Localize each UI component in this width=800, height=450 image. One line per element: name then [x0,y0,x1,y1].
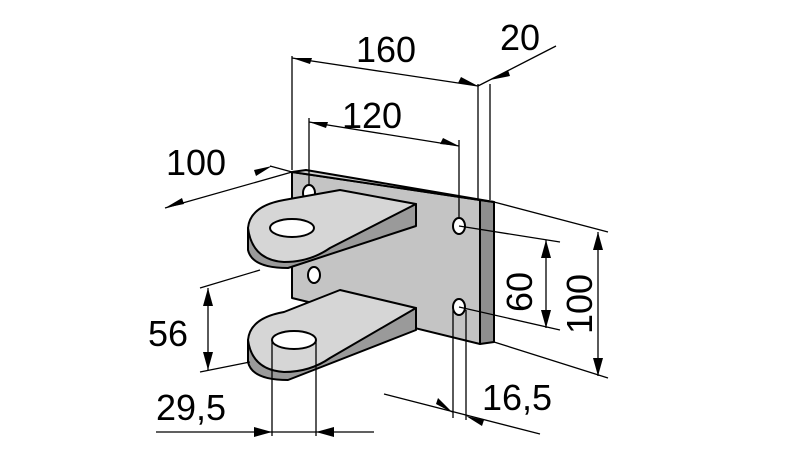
dim-label-hole-edge-offset: 16,5 [482,377,552,418]
lower-lug-top [247,289,417,373]
upper-lug-top [247,189,417,263]
lower-lug [247,289,417,381]
dim-label-hole-spacing-vertical: 60 [499,272,540,312]
lower-lug-hole [271,330,317,350]
dim-label-lug-hole-diameter: 29,5 [156,387,226,428]
dimension-hole-edge-offset: 16,5 [383,310,552,435]
dim-label-plate-thickness: 20 [500,17,540,58]
dimension-lug-spacing: 56 [148,269,261,373]
dimension-lug-depth: 100 [164,142,293,209]
dim-label-hole-spacing-horizontal: 120 [342,95,402,136]
upper-lug-hole [269,218,315,238]
dim-label-lug-spacing: 56 [148,313,188,354]
dim-label-lug-depth: 100 [166,142,226,183]
plate-hole-bottom-left [307,266,321,284]
dimension-plate-height: 100 [493,201,609,379]
dim-label-overall-width: 160 [356,29,416,70]
dimension-hole-spacing-horizontal: 120 [308,95,460,218]
dimension-hole-spacing-vertical: 60 [458,225,561,331]
dimension-lines: 160 20 120 100 [148,17,609,437]
dimension-plate-thickness: 20 [477,17,557,200]
upper-lug [247,189,417,269]
dimension-lug-hole-diameter: 29,5 [156,340,374,437]
mounting-plate-edge [479,199,495,345]
bracket-part [247,169,495,381]
dimension-overall-width: 160 [291,29,479,200]
dim-label-plate-height: 100 [559,274,600,334]
